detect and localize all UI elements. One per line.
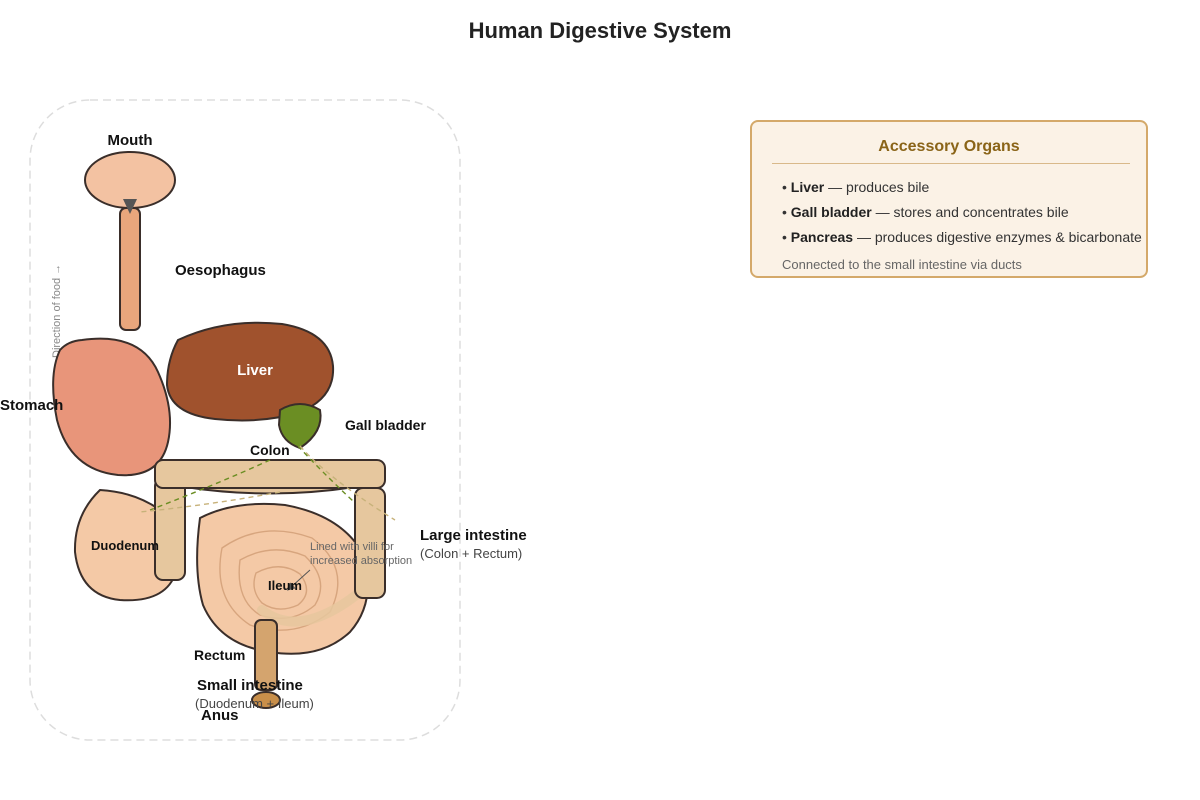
oesophagus xyxy=(119,207,141,331)
accessory-item-desc: — stores and concentrates bile xyxy=(871,204,1069,220)
accessory-item-desc: — produces digestive enzymes & bicarbona… xyxy=(853,229,1142,245)
ascending-colon xyxy=(154,477,186,581)
accessory-organs-title: Accessory Organs xyxy=(878,138,1020,155)
oesophagus-label: Oesophagus xyxy=(175,262,266,279)
villi-pointer xyxy=(287,569,311,591)
anus xyxy=(251,691,281,709)
accessory-item-pancreas: • Pancreas — produces digestive enzymes … xyxy=(782,229,1142,245)
small-intestine-label: Small intestine xyxy=(197,677,303,694)
accessory-item-liver: • Liver — produces bile xyxy=(782,179,930,195)
large-intestine-label: Large intestine xyxy=(420,527,527,544)
stomach-label: Stomach xyxy=(0,397,63,414)
rectum xyxy=(254,619,278,691)
ileum-label: Ileum xyxy=(268,578,302,593)
duodenum-label: Duodenum xyxy=(91,538,159,553)
card-divider xyxy=(772,163,1130,164)
small-intestine-sublabel: (Duodenum + Ileum) xyxy=(195,696,314,711)
accessory-item-name: Pancreas xyxy=(790,229,854,245)
anus-label: Anus xyxy=(201,707,239,724)
villi-note-line-2: increased absorption xyxy=(310,555,412,567)
mouth-arrow-icon xyxy=(123,199,137,214)
accessory-item-gall-bladder: • Gall bladder — stores and concentrates… xyxy=(782,204,1069,220)
accessory-item-desc: — produces bile xyxy=(824,179,930,195)
mouth-label: Mouth xyxy=(108,132,153,149)
colon-label: Colon xyxy=(250,442,290,458)
gall-bladder-label: Gall bladder xyxy=(345,417,426,433)
diagram-title: Human Digestive System xyxy=(468,18,732,43)
ducts xyxy=(139,445,396,521)
body-outline xyxy=(29,99,461,741)
accessory-item-name: Liver xyxy=(790,179,825,195)
accessory-organs-note: Connected to the small intestine via duc… xyxy=(782,257,1022,272)
stomach xyxy=(52,337,171,477)
transverse-colon xyxy=(154,459,386,489)
gall-bladder xyxy=(277,403,322,450)
accessory-organs-card: Accessory Organs • Liver — produces bile… xyxy=(750,120,1148,278)
rectum-label: Rectum xyxy=(194,647,245,663)
villi-note-line-1: Lined with villi for xyxy=(310,541,394,553)
ileum-terminal-loop xyxy=(257,587,365,627)
large-intestine-sublabel: (Colon + Rectum) xyxy=(420,546,522,561)
accessory-item-name: Gall bladder xyxy=(790,204,872,220)
direction-label: Direction of food → xyxy=(51,264,63,358)
accessory-organs-list: • Liver — produces bile • Gall bladder —… xyxy=(782,177,1142,252)
liver-label: Liver xyxy=(237,362,273,379)
